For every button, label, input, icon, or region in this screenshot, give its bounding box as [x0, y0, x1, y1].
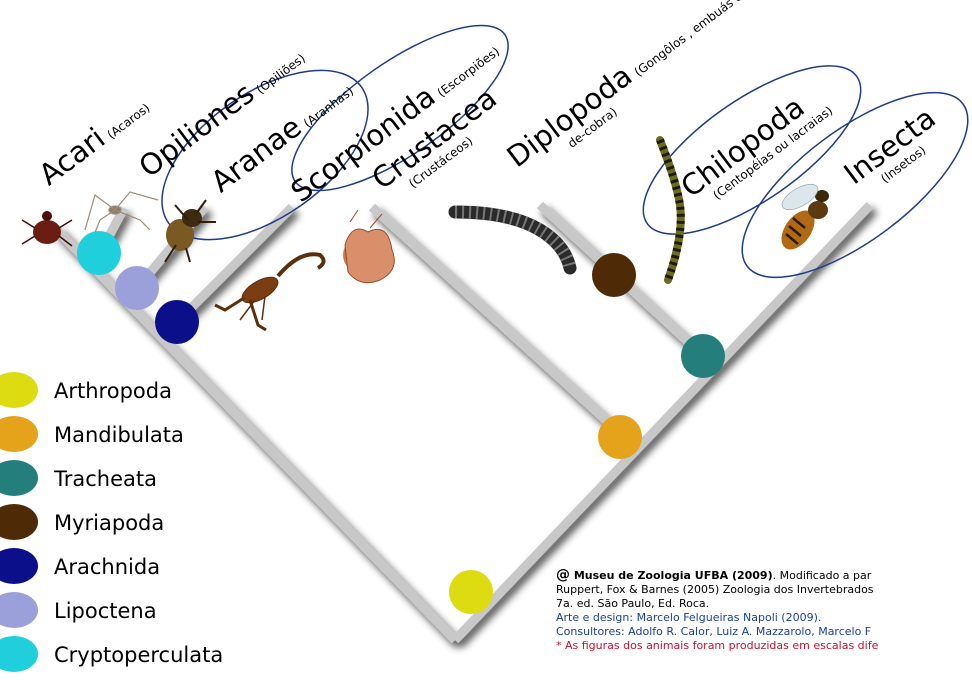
legend-label: Arthropoda	[54, 379, 172, 403]
legend-item-cryptoperculata: Cryptoperculata	[0, 636, 280, 680]
legend-swatch	[0, 416, 38, 452]
node-mandibulata	[598, 415, 642, 459]
aranae-illustration	[165, 200, 216, 262]
legend-item-myriapoda: Myriapoda	[0, 504, 280, 548]
acari-illustration	[22, 211, 72, 246]
credits-art-line: Arte e design: Marcelo Felgueiras Napoli…	[556, 611, 972, 625]
credits-block: @ Museu de Zoologia UFBA (2009). Modific…	[556, 568, 972, 653]
legend-swatch	[0, 592, 38, 628]
legend-item-mandibulata: Mandibulata	[0, 416, 280, 460]
node-arachnida	[155, 300, 199, 344]
node-myriapoda	[592, 253, 636, 297]
credits-reference-line: Ruppert, Fox & Barnes (2005) Zoologia do…	[556, 583, 972, 597]
legend-swatch	[0, 504, 38, 540]
legend-label: Mandibulata	[54, 423, 184, 447]
legend-item-lipoctena: Lipoctena	[0, 592, 280, 636]
node-tracheata	[681, 334, 725, 378]
legend-swatch	[0, 548, 38, 584]
credits-consultants-line: Consultores: Adolfo R. Calor, Luiz A. Ma…	[556, 625, 972, 639]
legend-item-tracheata: Tracheata	[0, 460, 280, 504]
legend-label: Arachnida	[54, 555, 160, 579]
credits-scale-note: * As figuras dos animais foram produzida…	[556, 639, 972, 653]
legend-swatch	[0, 372, 38, 408]
chilopoda-illustration	[660, 140, 681, 280]
legend-item-arthropoda: Arthropoda	[0, 372, 280, 416]
legend-item-arachnida: Arachnida	[0, 548, 280, 592]
node-arthropoda	[449, 570, 493, 614]
legend-label: Cryptoperculata	[54, 643, 223, 667]
insecta-highlight-ellipse	[714, 60, 972, 310]
legend-label: Myriapoda	[54, 511, 164, 535]
insecta-illustration	[775, 179, 829, 255]
node-lipoctena	[115, 266, 159, 310]
credits-edition-line: 7a. ed. São Paulo, Ed. Roca.	[556, 597, 972, 611]
legend-swatch	[0, 636, 38, 672]
node-cryptoperculata	[77, 231, 121, 275]
legend-label: Tracheata	[54, 467, 157, 491]
legend-label: Lipoctena	[54, 599, 157, 623]
legend-swatch	[0, 460, 38, 496]
credits-source-line: @ Museu de Zoologia UFBA (2009). Modific…	[556, 568, 972, 583]
